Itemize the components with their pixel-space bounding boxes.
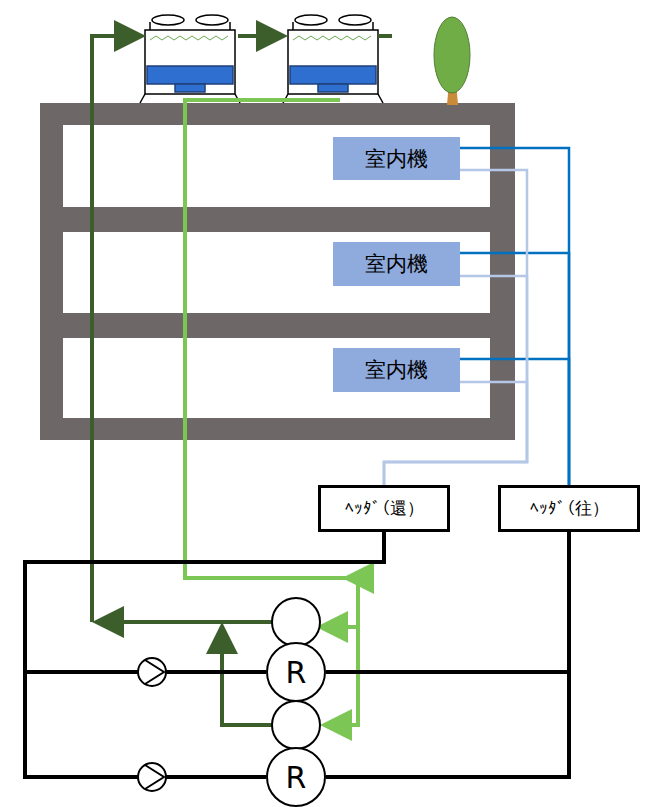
- pump-symbol: [138, 763, 166, 791]
- pipe-connector: [326, 532, 569, 777]
- node-label: R: [286, 655, 307, 690]
- node-label: 室内機: [365, 250, 428, 278]
- pipe-connector: [460, 253, 569, 485]
- node-label: 室内機: [365, 145, 428, 173]
- floor: [63, 232, 490, 313]
- pipe-connector: [460, 148, 569, 485]
- indoor-unit-box: 室内機: [333, 137, 460, 180]
- node-label: R: [286, 760, 307, 795]
- pipe-connector: [384, 170, 527, 485]
- indoor-unit-box: 室内機: [333, 242, 460, 286]
- header-box: ﾍｯﾀﾞ（往）: [498, 485, 640, 532]
- pipe-connector: [25, 532, 384, 672]
- pump-symbol: [138, 658, 166, 686]
- pipe-connector: [384, 382, 527, 485]
- refrigerator-circle: R: [266, 747, 326, 807]
- pipe-connector: [25, 532, 384, 777]
- cooling-water-return: [185, 100, 358, 725]
- tree: [434, 17, 470, 105]
- node-label: 室内機: [365, 356, 428, 384]
- floor: [63, 125, 490, 207]
- building: [40, 103, 515, 440]
- indoor-unit-box: 室内機: [333, 348, 460, 392]
- refrigerator-circle: R: [266, 642, 326, 702]
- cooling-tower: [140, 15, 240, 103]
- node-label: ﾍｯﾀﾞ（還）: [345, 497, 424, 520]
- floor: [63, 338, 490, 418]
- condenser-circle: [272, 598, 320, 646]
- pipe-connector: [460, 359, 569, 485]
- cooling-tower: [283, 15, 383, 103]
- header-box: ﾍｯﾀﾞ（還）: [318, 485, 450, 532]
- condenser-circle: [272, 701, 320, 749]
- pipe-connector: [326, 532, 569, 672]
- node-label: ﾍｯﾀﾞ（往）: [530, 497, 609, 520]
